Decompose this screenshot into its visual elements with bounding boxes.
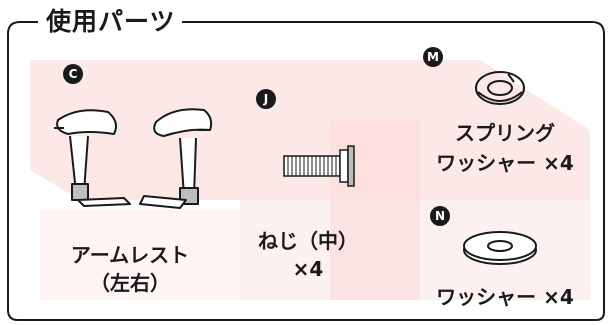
part-m-name: スプリング	[455, 121, 555, 145]
page-title: 使用パーツ	[40, 6, 182, 38]
part-c-quantity: （左右）	[90, 271, 170, 295]
part-j-badge: J	[256, 89, 276, 109]
flat-washer-icon	[463, 231, 537, 265]
part-j-name: ねじ（中）	[258, 229, 358, 253]
part-n-badge: N	[430, 206, 450, 226]
screw-icon	[283, 145, 355, 187]
spring-washer-icon	[475, 71, 525, 105]
armrest-icon	[54, 108, 213, 209]
part-j-quantity: ×4	[292, 257, 324, 281]
part-c-name: アームレスト	[70, 243, 190, 267]
part-c-badge: C	[63, 64, 83, 84]
part-m-quantity: ワッシャー ×4	[436, 151, 574, 175]
part-n-name: ワッシャー ×4	[436, 285, 574, 309]
part-m-badge: M	[423, 47, 443, 67]
